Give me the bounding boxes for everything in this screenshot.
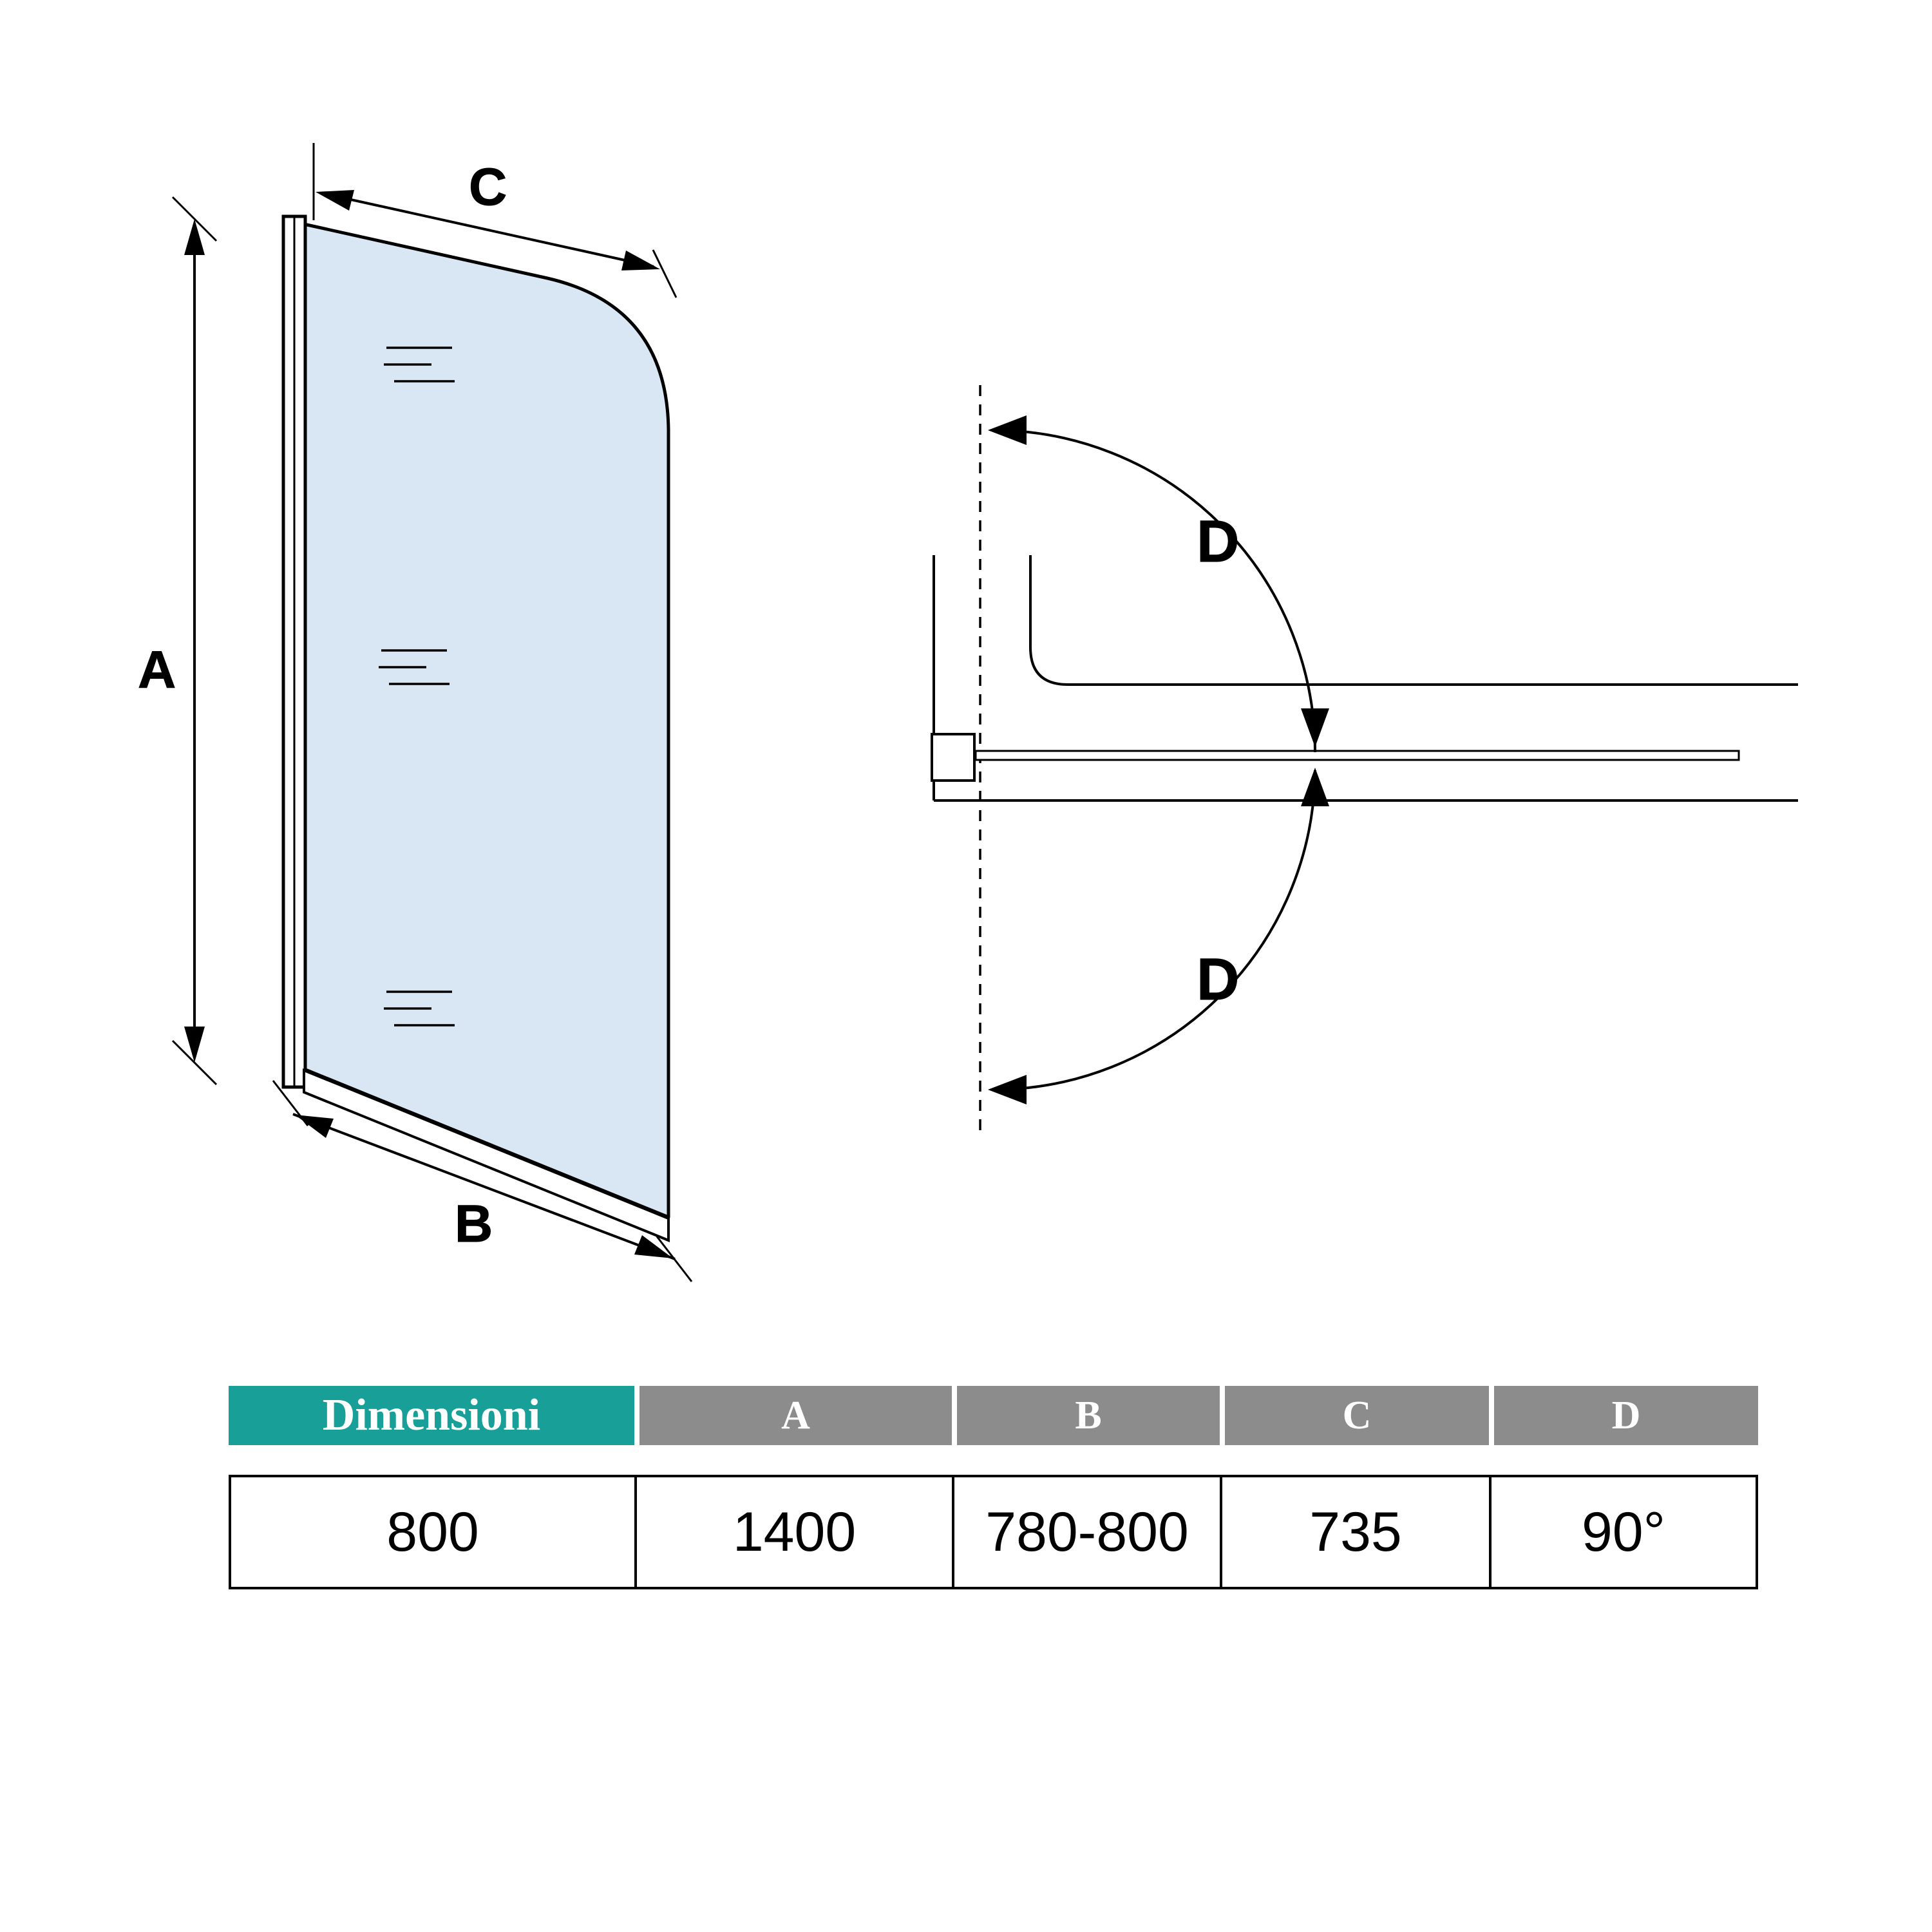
glass-reflection-marks-top xyxy=(384,346,455,383)
bottom-seal xyxy=(303,1068,670,1242)
swing-angle-top-label: D xyxy=(1197,509,1239,574)
glass-panel xyxy=(302,222,670,1219)
panel-plan-view xyxy=(974,750,1740,761)
header-cell-c: C xyxy=(1225,1386,1489,1445)
glass-reflection-marks-middle xyxy=(379,649,450,685)
swing-arc-bottom xyxy=(988,768,1329,1104)
dimension-table-header-row: Dimensioni A B C D xyxy=(229,1386,1758,1445)
dimension-b-label: B xyxy=(455,1195,493,1253)
bath-rim-outline xyxy=(1029,555,1798,686)
value-cell-c: 735 xyxy=(1220,1477,1489,1587)
header-cell-dimensioni: Dimensioni xyxy=(229,1386,634,1445)
header-cell-b: B xyxy=(957,1386,1220,1445)
header-cell-d: D xyxy=(1494,1386,1758,1445)
dimension-c xyxy=(312,143,677,298)
dimension-c-label: C xyxy=(469,158,507,216)
pivot-bracket xyxy=(931,733,976,782)
glass-reflection-marks-bottom xyxy=(384,990,455,1027)
value-cell-a: 1400 xyxy=(634,1477,952,1587)
top-view: D D xyxy=(931,385,1798,1137)
front-view: A C B xyxy=(138,143,693,1282)
value-cell-d: 90° xyxy=(1489,1477,1756,1587)
value-cell-size: 800 xyxy=(386,1501,479,1563)
swing-arc-top xyxy=(988,415,1329,753)
dimension-a xyxy=(171,196,218,1086)
dimension-a-label: A xyxy=(138,641,176,699)
value-cell-b: 780-800 xyxy=(952,1477,1220,1587)
dimension-table-value-row: 800 1400 780-800 735 90° xyxy=(229,1475,1758,1589)
header-cell-a: A xyxy=(639,1386,952,1445)
dimension-table: Dimensioni A B C D 800 1400 780-800 735 … xyxy=(229,1386,1758,1589)
swing-angle-bottom-label: D xyxy=(1197,947,1239,1012)
dimension-b xyxy=(272,1080,693,1282)
